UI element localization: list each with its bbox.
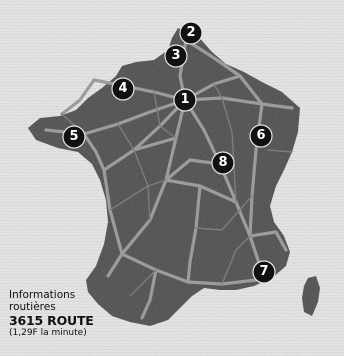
marker-6-circle[interactable] — [249, 124, 273, 148]
road-paris-nantes — [102, 98, 187, 172]
traffic-info-caption: Informations routières 3615 ROUTE (1,29F… — [9, 289, 94, 338]
marker-2-circle[interactable] — [179, 21, 203, 45]
road-paris-strasbourg — [183, 96, 294, 110]
marker-3-circle[interactable] — [164, 44, 188, 68]
road-paris-bordeaux — [106, 98, 187, 278]
caption-price: (1,29F la minute) — [9, 327, 87, 338]
marker-1-circle[interactable] — [173, 88, 197, 112]
road-toulouse-spain — [140, 268, 158, 320]
road-dijon-bourges — [164, 158, 222, 182]
markers — [62, 21, 276, 284]
marker-8-circle[interactable] — [211, 151, 235, 175]
road-orleans-tours — [132, 136, 178, 152]
road-north-east — [184, 38, 264, 106]
marker-4-circle[interactable] — [111, 77, 135, 101]
road-paris-rouen — [92, 78, 187, 102]
caption-service-code: 3615 ROUTE — [9, 312, 94, 328]
caption-line-2: routières — [9, 300, 56, 313]
road-network — [44, 38, 294, 320]
road-alps — [248, 230, 288, 252]
secondary-roads — [61, 83, 293, 297]
road-west-coast — [82, 132, 106, 172]
road-clermont-south — [186, 184, 202, 284]
caption-line-1: Informations — [9, 289, 76, 301]
marker-5-circle[interactable] — [62, 125, 86, 149]
marker-7-circle[interactable] — [252, 260, 276, 284]
road-rouen-caen — [60, 78, 96, 116]
